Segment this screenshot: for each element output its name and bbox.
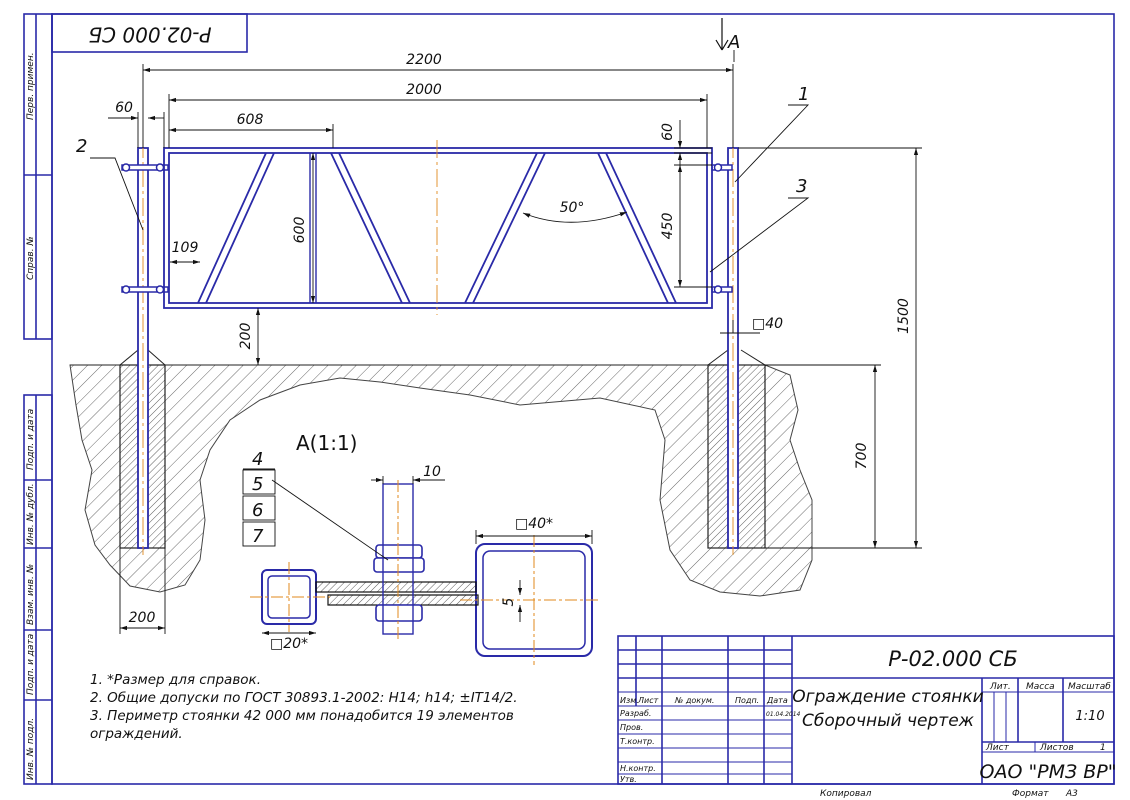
title-block [617,635,1115,785]
title-block-texts: Р-02.000 СБ Ограждение стоянки Сборочный… [620,647,1117,784]
strip-podp-data-1: Подп. и дата [26,409,36,470]
dim-2200: 2200 [406,52,442,68]
tb-organization: ОАО "РМЗ ВР" [980,761,1117,783]
dim-700: 700 [854,443,870,470]
tb-date: 01.04.2014 [766,711,801,718]
format-value: A3 [1065,789,1078,799]
tb-row-razrab: Разраб. [620,709,651,718]
dim-60-left: 60 [115,100,133,116]
rotated-designation: Р-02.000 СБ [88,23,211,47]
detail-callout-6: 6 [252,500,263,521]
dim-5: 5 [501,597,517,606]
dim-40-star: □40* [515,516,553,532]
dimension-texts: 2200 2000 608 60 60 450 600 109 200 1500… [76,32,912,652]
tb-row-nkontr: Н.контр. [620,764,656,773]
dim-109: 109 [172,240,199,256]
callout-2: 2 [76,136,87,157]
strip-inv-podl: Инв. № подл. [26,718,36,780]
left-strip-labels: Перв. примен. Справ. № Подп. и дата Инв.… [26,52,36,780]
tb-title-line-1: Ограждение стоянки [792,687,983,707]
leader-lines [90,104,810,273]
tb-sheets: Листов [1039,743,1074,753]
dim-60-right: 60 [660,123,676,141]
tb-massa: Масса [1026,682,1055,692]
dim-1500: 1500 [896,298,912,334]
strip-perv-primen: Перв. примен. [26,52,36,120]
detail-callout-7: 7 [252,526,264,547]
tb-hdr-data: Дата [766,696,788,705]
strip-inv-dubl: Инв. № дубл. [26,483,36,545]
dim-600: 600 [292,217,308,244]
dim-20-star: □20* [270,636,308,652]
copied-label: Копировал [820,789,872,799]
dim-2000: 2000 [406,82,442,98]
strip-vzam-inv: Взам. инв. № [26,564,36,625]
strip-podp-data-2: Подп. и дата [26,634,36,695]
callout-3: 3 [796,176,807,197]
callout-1: 1 [798,84,809,105]
format-label: Формат [1012,789,1049,799]
ground-section [69,364,813,597]
dim-608: 608 [237,112,264,128]
tb-row-prov: Пров. [620,723,643,732]
tb-masshtab: Масштаб [1068,682,1111,692]
sheet-frame [23,13,1115,785]
detail-callout-5: 5 [252,474,263,495]
tb-hdr-podp: Подп. [735,696,759,705]
note-3: 3. Периметр стоянки 42 000 мм понадобитс… [90,708,514,724]
tb-scale-value: 1:10 [1075,709,1104,724]
tb-lit: Лит. [989,682,1011,692]
tb-sheet: Лист [985,743,1010,753]
notes: 1. *Размер для справок. 2. Общие допуски… [90,672,518,742]
tb-designation: Р-02.000 СБ [888,647,1017,671]
tb-hdr-list: Лист [637,696,659,705]
dim-angle-50: 50° [560,200,585,216]
detail-callout-4: 4 [252,449,263,470]
note-1: 1. *Размер для справок. [90,672,261,688]
dim-200-clearance: 200 [238,323,254,350]
dim-post-section: □40 [752,316,783,332]
tb-title-line-2: Сборочный чертеж [802,711,975,731]
detail-title: A(1:1) [296,431,357,455]
detail-a [242,468,600,665]
dim-450: 450 [660,213,676,240]
tb-hdr-doc: № докум. [674,696,714,705]
dim-200-footing: 200 [129,610,156,626]
fence-panel [163,147,713,309]
tb-sheets-value: 1 [1100,743,1106,753]
tb-row-tkontr: Т.контр. [620,737,655,746]
note-3-cont: ограждений. [90,726,183,742]
dim-10: 10 [423,464,441,480]
strip-sprav-no: Справ. № [26,236,36,280]
tb-row-utv: Утв. [620,775,637,784]
view-marker-a: A [727,32,740,53]
tb-hdr-izm: Изм. [620,696,639,705]
left-brackets [121,163,169,294]
dimension-lines [108,18,922,634]
note-2: 2. Общие допуски по ГОСТ 30893.1-2002: H… [90,690,518,706]
